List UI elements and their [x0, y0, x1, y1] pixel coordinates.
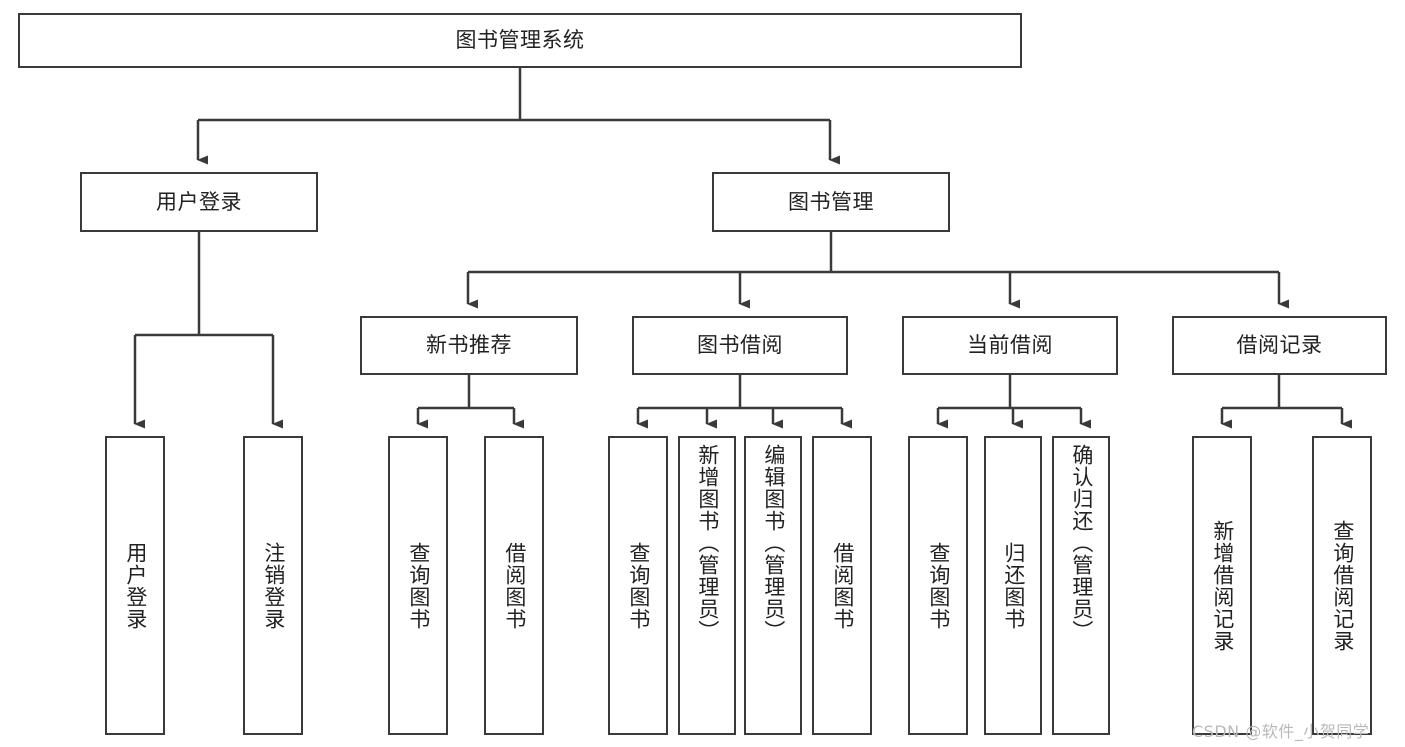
node-leaf-user-login-label: 用户登录: [123, 541, 148, 630]
node-leaf-query-borrow-record-label: 查询借阅记录: [1330, 519, 1355, 652]
node-leaf-edit-book-admin[interactable]: 编辑图书（管理员）: [744, 436, 802, 735]
node-borrow-record[interactable]: 借阅记录: [1172, 316, 1387, 375]
node-leaf-return-book[interactable]: 归还图书: [984, 436, 1042, 735]
node-leaf-borrow-book[interactable]: 借阅图书: [812, 436, 872, 735]
node-leaf-query-book-rec[interactable]: 查询图书: [388, 436, 448, 735]
node-leaf-query-book-current-label: 查询图书: [926, 541, 951, 630]
node-new-book-recommend-label: 新书推荐: [426, 333, 512, 358]
node-leaf-logout[interactable]: 注销登录: [243, 436, 303, 735]
node-current-borrow[interactable]: 当前借阅: [902, 316, 1118, 375]
node-leaf-query-borrow-record[interactable]: 查询借阅记录: [1312, 436, 1372, 735]
node-leaf-query-book-borrow-label: 查询图书: [626, 541, 651, 630]
node-leaf-add-book-admin[interactable]: 新增图书（管理员）: [678, 436, 736, 735]
node-leaf-add-borrow-record[interactable]: 新增借阅记录: [1192, 436, 1252, 735]
node-leaf-borrow-book-rec[interactable]: 借阅图书: [484, 436, 544, 735]
node-user-login[interactable]: 用户登录: [80, 172, 318, 232]
watermark: CSDN @软件_小贺同学: [1192, 722, 1370, 741]
node-current-borrow-label: 当前借阅: [967, 333, 1053, 358]
node-leaf-user-login[interactable]: 用户登录: [105, 436, 165, 735]
node-leaf-logout-label: 注销登录: [261, 541, 286, 630]
node-root-label: 图书管理系统: [455, 28, 585, 53]
node-leaf-edit-book-admin-label: 编辑图书（管理员）: [761, 444, 786, 642]
node-root[interactable]: 图书管理系统: [18, 13, 1022, 68]
node-leaf-query-book-borrow[interactable]: 查询图书: [608, 436, 668, 735]
node-book-manage[interactable]: 图书管理: [712, 172, 950, 232]
node-leaf-return-book-label: 归还图书: [1001, 541, 1026, 630]
node-book-borrow-label: 图书借阅: [697, 333, 783, 358]
node-borrow-record-label: 借阅记录: [1236, 333, 1323, 358]
node-leaf-confirm-return-admin-label: 确认归还（管理员）: [1069, 444, 1094, 642]
node-book-borrow[interactable]: 图书借阅: [632, 316, 848, 375]
node-leaf-add-book-admin-label: 新增图书（管理员）: [695, 444, 720, 642]
node-user-login-label: 用户登录: [156, 189, 242, 214]
node-leaf-borrow-book-rec-label: 借阅图书: [502, 541, 527, 630]
node-leaf-query-book-rec-label: 查询图书: [406, 541, 431, 630]
node-book-manage-label: 图书管理: [788, 189, 874, 214]
node-leaf-add-borrow-record-label: 新增借阅记录: [1210, 519, 1235, 652]
node-new-book-recommend[interactable]: 新书推荐: [360, 316, 578, 375]
node-leaf-query-book-current[interactable]: 查询图书: [908, 436, 968, 735]
node-leaf-borrow-book-label: 借阅图书: [830, 541, 855, 630]
node-leaf-confirm-return-admin[interactable]: 确认归还（管理员）: [1052, 436, 1110, 735]
